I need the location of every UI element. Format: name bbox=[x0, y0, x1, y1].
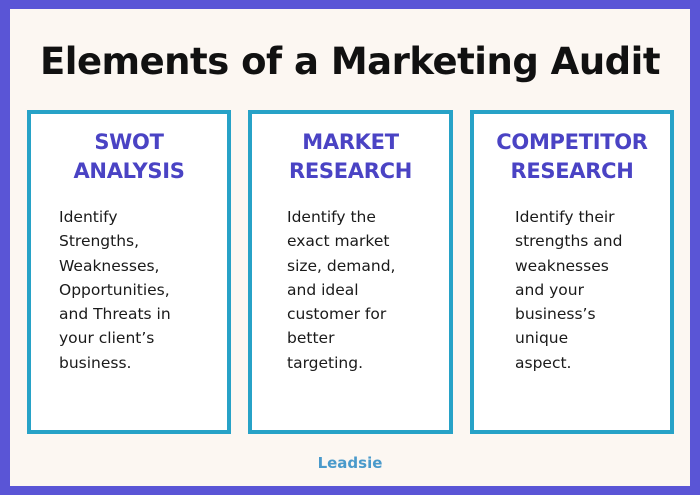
card-market: MARKET RESEARCH Identify the exact marke… bbox=[248, 110, 453, 434]
card-heading: MARKET RESEARCH bbox=[289, 130, 412, 183]
card-body: Identify Strengths, Weaknesses, Opportun… bbox=[59, 208, 171, 372]
card-body: Identify the exact market size, demand, … bbox=[287, 208, 396, 372]
page-title: Elements of a Marketing Audit bbox=[39, 40, 661, 83]
card-heading: SWOT ANALYSIS bbox=[73, 130, 185, 183]
card-body: Identify their strengths and weaknesses … bbox=[515, 208, 623, 372]
card-swot: SWOT ANALYSIS Identify Strengths, Weakne… bbox=[27, 110, 231, 434]
brand-logo: Leadsie bbox=[317, 454, 383, 472]
card-competitor: COMPETITOR RESEARCH Identify their stren… bbox=[470, 110, 674, 434]
card-heading: COMPETITOR RESEARCH bbox=[496, 130, 648, 183]
